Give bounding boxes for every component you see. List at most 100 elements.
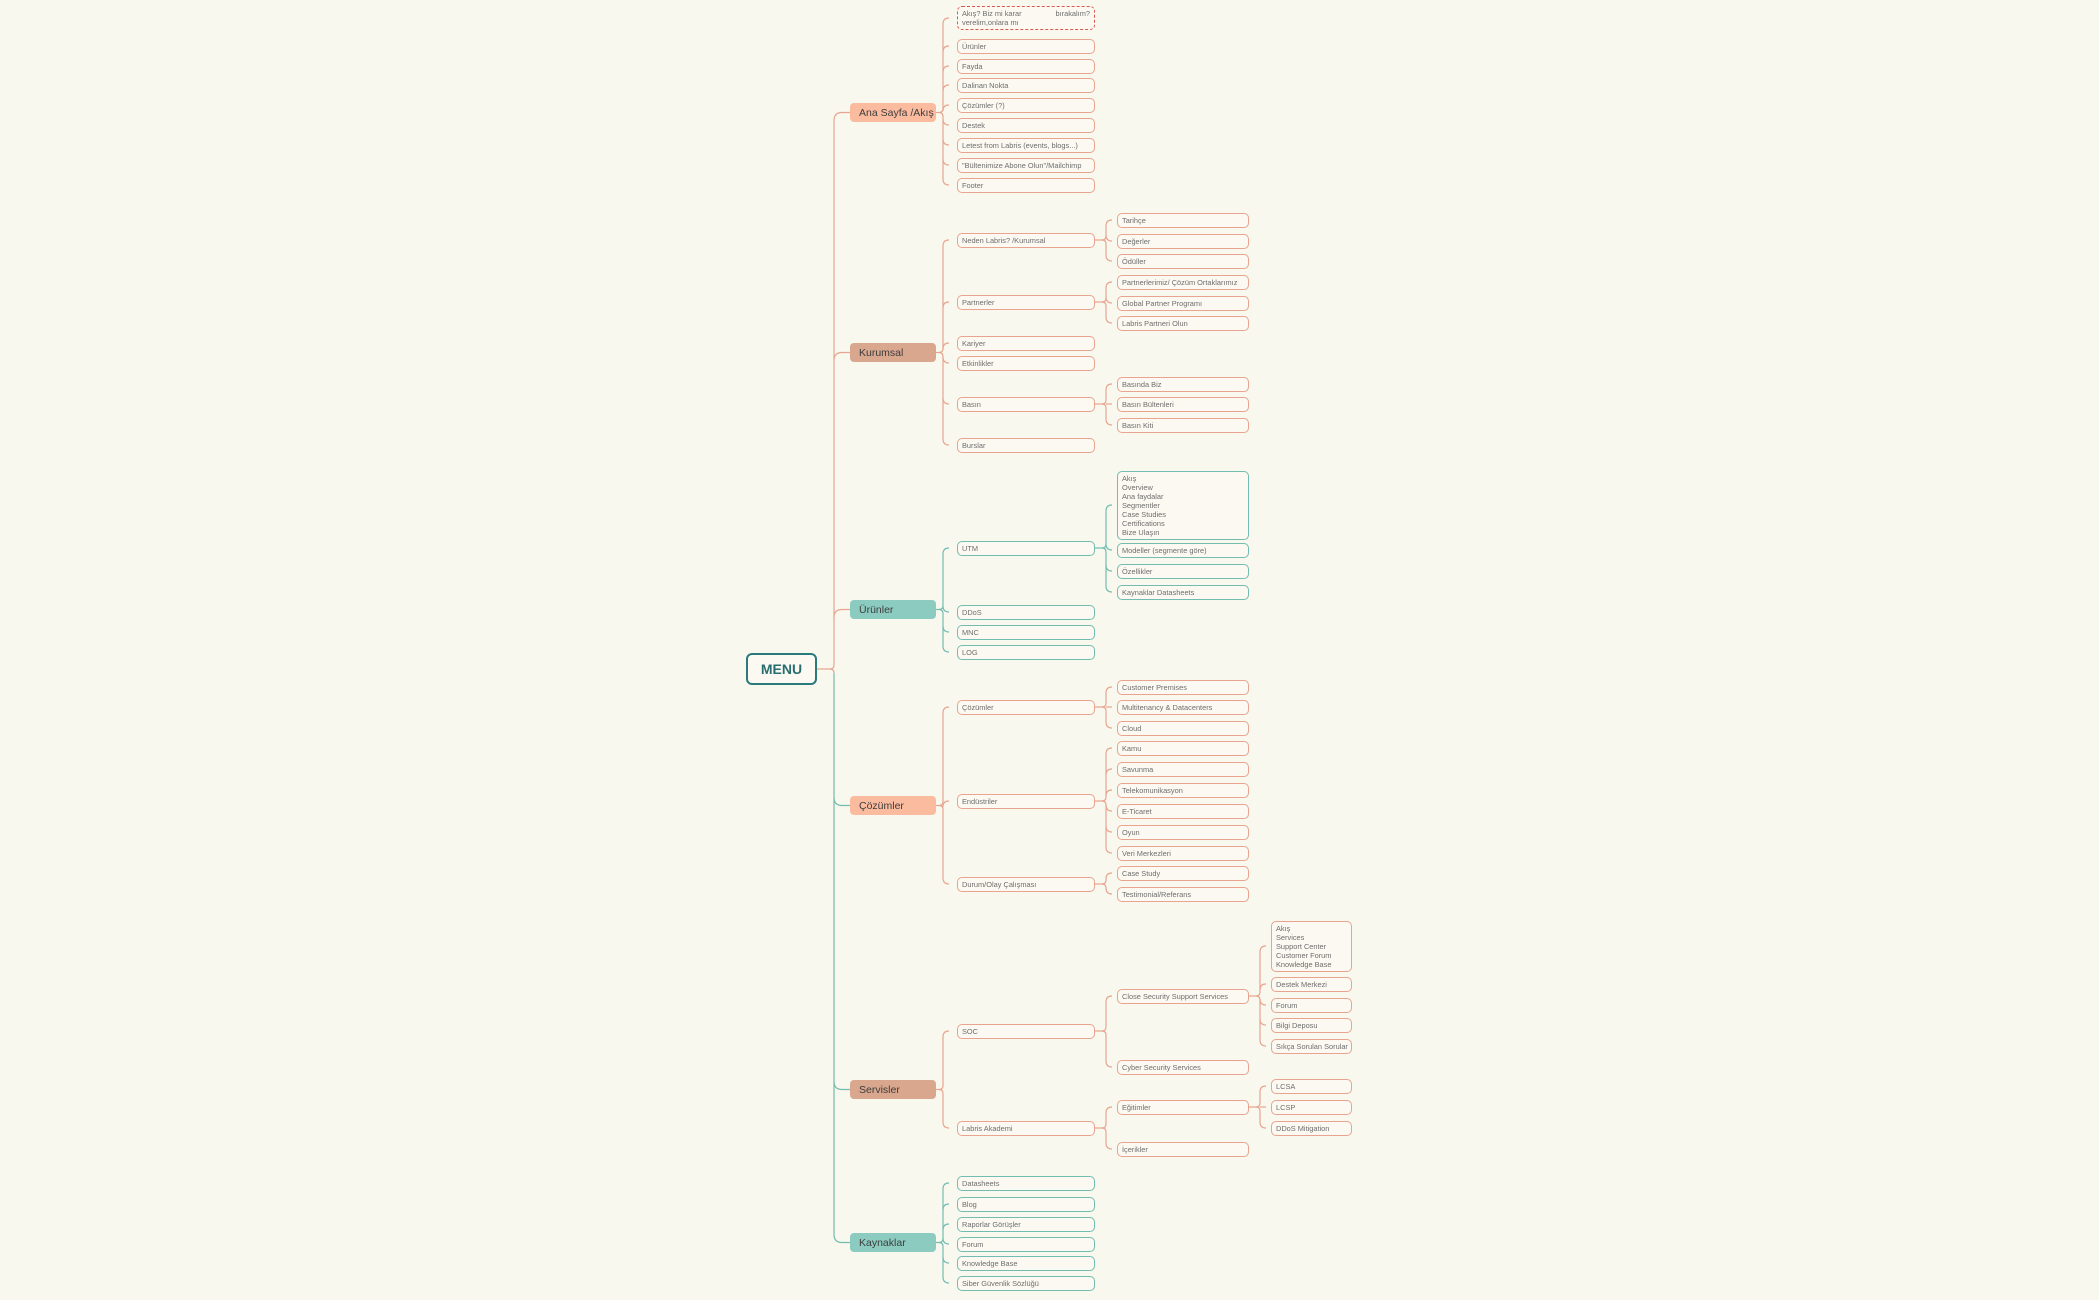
connector-line xyxy=(1101,1030,1107,1036)
connector-line xyxy=(942,706,950,714)
menu-item-footer: Footer xyxy=(957,177,1095,193)
connector-line xyxy=(942,1182,950,1190)
connector-line xyxy=(942,438,950,446)
node-line: Support Center xyxy=(1276,941,1327,951)
submenu-item-cyber-security-services: Cyber Security Services xyxy=(1117,1059,1249,1075)
submenu-item-savunma: Savunma xyxy=(1117,761,1249,777)
connector-line xyxy=(942,84,950,92)
menu-item-partnerler: Partnerler xyxy=(957,294,1095,310)
connector-line xyxy=(942,17,950,25)
submenu-item-close-security-support-services: Close Security Support Services xyxy=(1117,988,1249,1004)
submenu-item-partnerlerimiz-cozum-ortaklarimiz: Partnerlerimiz/ Çözüm Ortaklarımız xyxy=(1117,274,1249,290)
menu-item-forum: Forum xyxy=(957,1236,1095,1252)
category-cozumler: Çözümler xyxy=(850,796,936,815)
menu-item-urunler: Ürünler xyxy=(957,38,1095,54)
connector-line xyxy=(942,1203,950,1211)
connector-line xyxy=(1101,800,1107,806)
submenu-item-ozellikler: Özellikler xyxy=(1117,563,1249,579)
menu-item-cozumler: Çözümler xyxy=(957,699,1095,715)
menu-item-blog: Blog xyxy=(957,1196,1095,1212)
connector-line xyxy=(942,45,950,53)
connector-line xyxy=(1105,564,1113,572)
connector-line xyxy=(833,608,850,618)
subsubmenu-item-ddos-mitigation: DDoS Mitigation xyxy=(1271,1120,1352,1136)
connector-line xyxy=(1259,1018,1267,1026)
connector-line xyxy=(1101,547,1107,553)
connector-line xyxy=(1259,998,1267,1006)
root-node-menu: MENU xyxy=(746,653,817,685)
menu-item-fayda: Fayda xyxy=(957,58,1095,74)
connector-line xyxy=(938,801,944,807)
connector-line xyxy=(938,348,944,354)
submenu-item-oyun: Oyun xyxy=(1117,824,1249,840)
connector-line xyxy=(1101,543,1107,549)
connector-line xyxy=(1255,1102,1261,1108)
node-line: Customer Forum xyxy=(1276,950,1332,960)
menu-item-destek: Destek xyxy=(957,117,1095,133)
connector-line xyxy=(1101,1123,1107,1129)
menu-item-bultenimize-abone-olun-mailchimp: "Bültenimize Abone Olun"/Mailchimp xyxy=(957,157,1095,173)
connector-line xyxy=(938,108,944,114)
connector-line xyxy=(829,664,835,670)
menu-item-siber-guvenlik-sozlugu: Siber Güvenlik Sözlüğü xyxy=(957,1275,1095,1291)
connector-line xyxy=(1259,1085,1267,1093)
connector-line xyxy=(942,547,950,555)
node-line: Ana faydalar xyxy=(1122,491,1164,501)
connector-line xyxy=(938,351,944,357)
submenu-item-labris-partneri-olun: Labris Partneri Olun xyxy=(1117,315,1249,331)
connector-line xyxy=(942,65,950,73)
menu-item-raporlar-gorusler: Raporlar Görüşler xyxy=(957,1216,1095,1232)
subsubmenu-item-forum: Forum xyxy=(1271,997,1352,1013)
connector-line xyxy=(1105,995,1113,1003)
node-line: Akış xyxy=(1276,923,1291,933)
category-servisler: Servisler xyxy=(850,1080,936,1099)
connector-line xyxy=(1259,1039,1267,1047)
menu-item-kariyer: Kariyer xyxy=(957,335,1095,351)
connector-line xyxy=(833,1081,850,1091)
connector-line xyxy=(1101,702,1107,708)
submenu-item-kamu: Kamu xyxy=(1117,740,1249,756)
connector-line xyxy=(829,668,835,674)
node-line: bırakalım? xyxy=(1055,9,1090,18)
connector-line xyxy=(938,1088,944,1094)
connector-line xyxy=(1105,872,1113,880)
submenu-item-egitimler: Eğitimler xyxy=(1117,1099,1249,1115)
connector-line xyxy=(938,605,944,611)
connector-line xyxy=(1101,403,1107,409)
subsubmenu-item-lcsa: LCSA xyxy=(1271,1078,1352,1094)
connector-line xyxy=(1105,281,1113,289)
connector-line xyxy=(942,1223,950,1231)
connector-line xyxy=(1105,721,1113,729)
subsubmenu-item-bilgi-deposu: Bilgi Deposu xyxy=(1271,1017,1352,1033)
submenu-item-icerikler: İçerikler xyxy=(1117,1141,1249,1157)
menu-item-dalinan-nokta: Dalinan Nokta xyxy=(957,77,1095,93)
connector-line xyxy=(1105,747,1113,755)
connector-line xyxy=(942,104,950,112)
connector-line xyxy=(1259,945,1267,953)
connector-line xyxy=(1105,585,1113,593)
connector-line xyxy=(1105,418,1113,426)
connector-line xyxy=(1105,887,1113,895)
connector-line xyxy=(942,138,950,146)
node-line: Certifications xyxy=(1122,518,1165,528)
node-line: Akış xyxy=(1122,473,1137,483)
submenu-item-multitenancy-datacenters: Multitenancy & Datacenters xyxy=(1117,699,1249,715)
submenu-item-basin-kiti: Basın Kiti xyxy=(1117,417,1249,433)
menu-item-burslar: Burslar xyxy=(957,437,1095,453)
menu-item-mnc: MNC xyxy=(957,624,1095,640)
connector-line xyxy=(833,351,850,361)
connector-line xyxy=(1105,846,1113,854)
connector-line xyxy=(942,158,950,166)
connector-line xyxy=(833,111,850,121)
connector-line xyxy=(942,118,950,126)
node-line: Akış? Biz mi karar verelim,onlara mı xyxy=(962,9,1022,27)
connector-line xyxy=(1105,234,1113,242)
menu-item-datasheets: Datasheets xyxy=(957,1175,1095,1191)
node-line: Knowledge Base xyxy=(1276,959,1332,969)
connector-line xyxy=(1255,991,1261,997)
connector-line xyxy=(1101,706,1107,712)
connector-line xyxy=(1101,883,1107,889)
category-kaynaklar: Kaynaklar xyxy=(850,1233,936,1252)
subsubmenu-item-lcsp: LCSP xyxy=(1271,1099,1352,1115)
